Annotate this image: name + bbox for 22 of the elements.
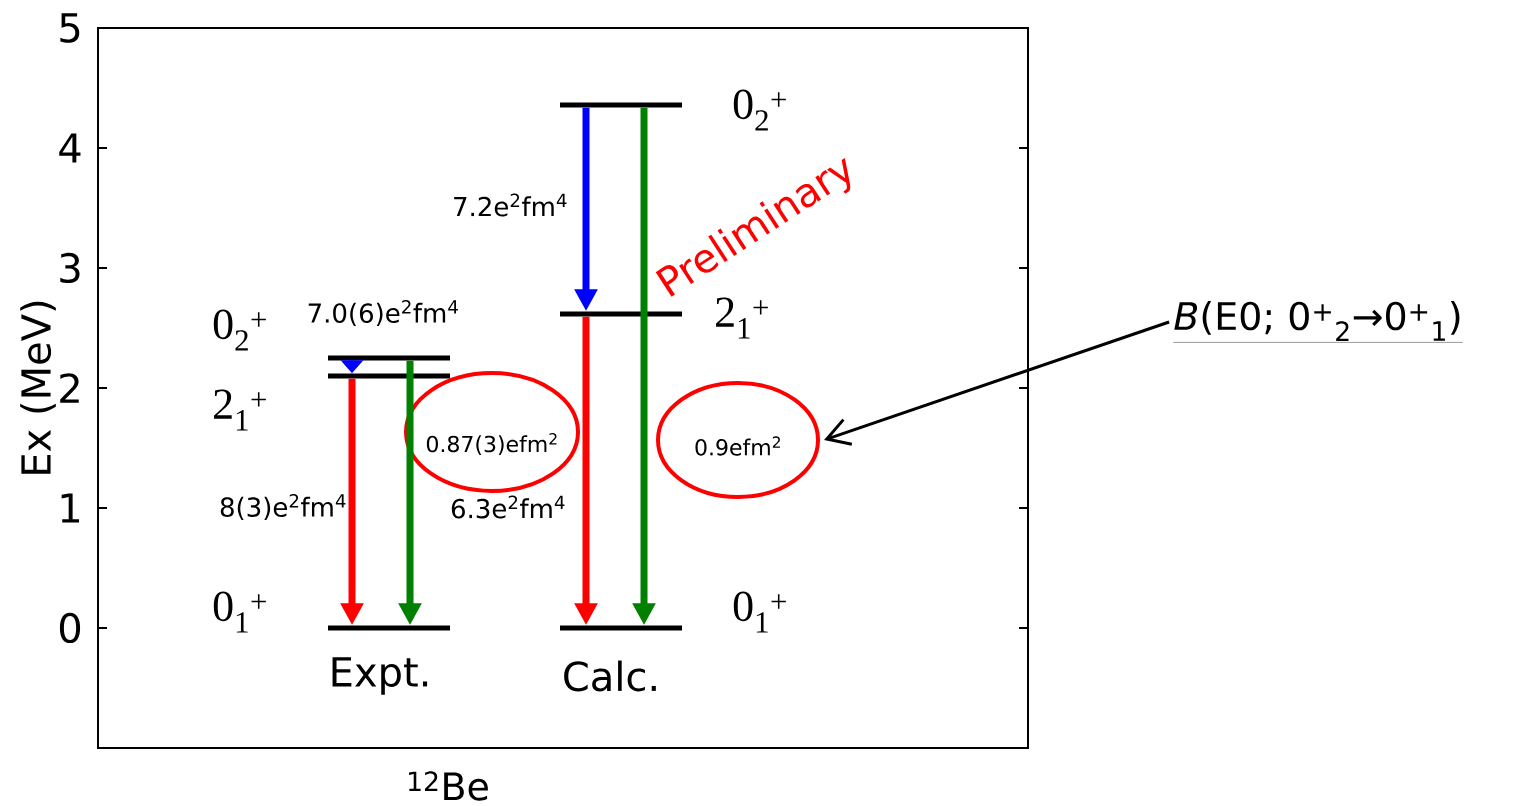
edge-label: 7.0(6)e$^{2}$fm$^{4}$ <box>305 299 461 327</box>
tick-label: 2 <box>60 373 79 403</box>
tick-label: 3 <box>60 252 80 284</box>
edge-label: 8(3)e$^{2}$fm$^{4}$ <box>218 493 348 521</box>
tick-label: 0 <box>59 612 81 644</box>
formula-text: B(E0; 0$^{+}$$_{2}$→0$^{+}$$_{1}$) <box>1173 301 1463 343</box>
tick-label: 1 <box>61 493 80 523</box>
tick-label: 5 <box>60 13 80 43</box>
column-label: Calc. <box>564 660 656 692</box>
axis-label: $^{12}$Be <box>409 771 488 801</box>
level-label: 0$_{1}$+ <box>733 591 786 633</box>
column-label: Expt. <box>332 657 428 695</box>
level-label: 0$_{2}$+ <box>213 309 266 351</box>
edge-label: 7.2e$^{2}$fm$^{4}$ <box>451 192 569 218</box>
level-label: 0$_{1}$+ <box>213 591 266 633</box>
level-label: 2$_{1}$+ <box>214 389 266 431</box>
tick-label: 4 <box>59 133 81 163</box>
level-label: 2$_{1}$+ <box>716 297 768 339</box>
edge-label: 6.3e$^{2}$fm$^{4}$ <box>449 494 567 520</box>
pointer-arrow <box>824 320 1170 446</box>
level-label: 0$_{2}$+ <box>733 89 786 131</box>
axis-label: Ex (MeV) <box>20 301 56 474</box>
